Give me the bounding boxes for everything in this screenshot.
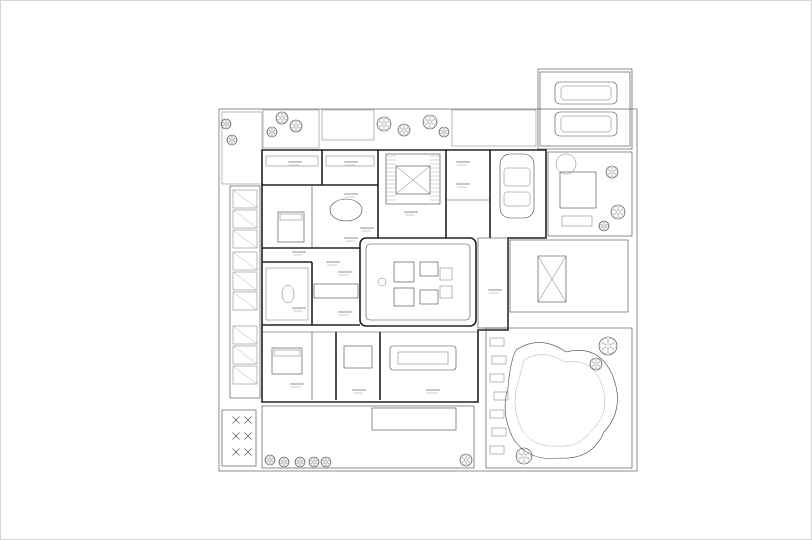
shrub-icon: [278, 456, 290, 468]
shrub-icon: [598, 220, 610, 232]
timber-deck: [509, 239, 629, 313]
shrub-icon: [422, 114, 438, 130]
shrub-icon: [320, 456, 332, 468]
interior-walls: [262, 150, 509, 400]
exterior-walls: [261, 149, 547, 403]
garden-pond: [485, 327, 633, 469]
shrub-icon: [376, 116, 392, 132]
shrub-icon: [438, 126, 450, 138]
palm-icon: [244, 432, 252, 440]
shrub-icon: [459, 453, 473, 467]
shrub-icon: [397, 123, 411, 137]
shrub-icon: [598, 336, 618, 356]
shrub-icon: [515, 447, 533, 465]
west-walkway: [229, 185, 261, 399]
shrub-icon: [226, 134, 238, 146]
south-court: [221, 405, 475, 469]
shrub-icon: [308, 456, 320, 468]
shrub-icon: [266, 126, 278, 138]
north-paving: [221, 109, 537, 185]
plants: [220, 111, 626, 468]
garage-car: [499, 153, 535, 219]
palm-icon: [232, 416, 240, 424]
room-labels: [288, 161, 502, 394]
palm-icon: [232, 448, 240, 456]
parking-area: [539, 71, 631, 147]
shrub-icon: [264, 454, 276, 466]
shrub-icon: [220, 118, 232, 130]
palm-icon: [244, 416, 252, 424]
palm-icon: [232, 432, 240, 440]
site-boundary: [218, 68, 638, 472]
shrub-icon: [275, 111, 289, 125]
shrub-icon: [589, 357, 603, 371]
shrub-icon: [610, 204, 626, 220]
palm-icon: [244, 448, 252, 456]
gazebo: [547, 151, 633, 237]
shrub-icon: [289, 119, 303, 133]
shrub-icon: [605, 165, 619, 179]
stair: [385, 153, 441, 205]
shrub-icon: [294, 456, 306, 468]
furniture: [265, 155, 457, 375]
